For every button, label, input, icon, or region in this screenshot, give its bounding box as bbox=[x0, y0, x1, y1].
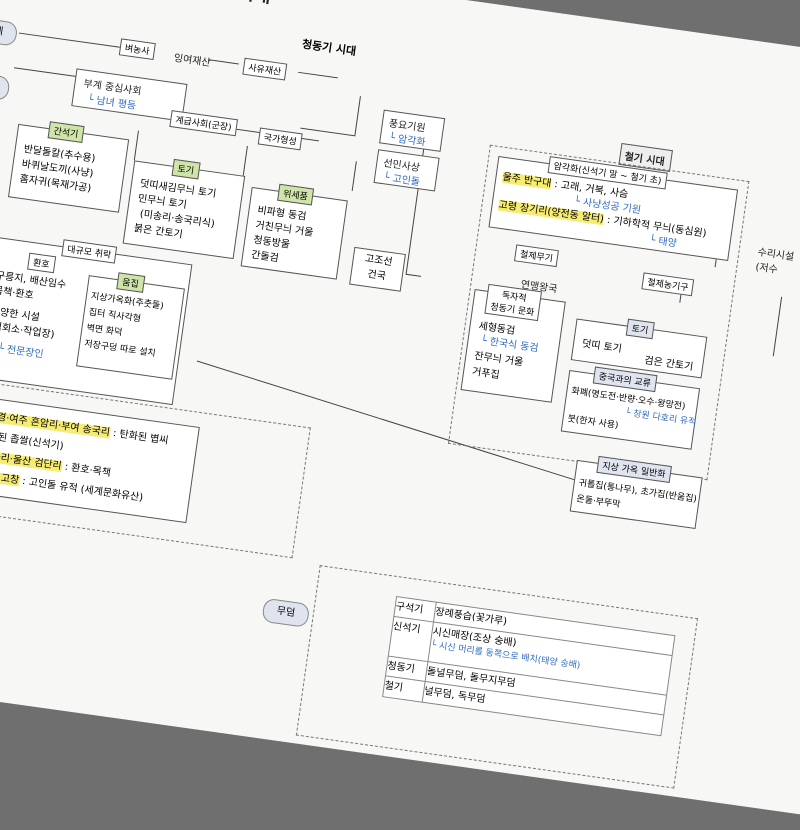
pit-house-4: 저장구덩 따로 설치 bbox=[83, 339, 157, 360]
moat-head: 환호 bbox=[27, 252, 56, 274]
bronze-pottery-box: 토기 덧띠새김무늬 토기 민무늬 토기 (미송리·송국리식) 붉은 간토기 bbox=[122, 158, 246, 260]
trade-2: 붓(한자 사용) bbox=[566, 414, 620, 432]
prestige-4: 간돌검 bbox=[250, 249, 280, 265]
pit-house-box: 움집 지상가옥화(주춧돌) 집터 직사각형 벽면 화덕 저장구덩 따로 설치 bbox=[76, 272, 185, 380]
prestige-head: 위세품 bbox=[277, 183, 314, 206]
bronze-pottery-head: 토기 bbox=[171, 158, 201, 180]
stone-tools-box: 간석기 반달돌칼(추수용) 바퀴날도끼(사냥) 홈자귀(목재가공) bbox=[7, 121, 130, 213]
iron-pottery-head: 토기 bbox=[625, 318, 655, 340]
iron-pottery-1: 덧띠 토기 bbox=[581, 338, 623, 355]
dwelling-box: 대규모 취락 환호 구릉지, 배산임수 목책·환호 다양한 시설 (집회소·작업… bbox=[0, 236, 193, 406]
rock-2-sub: └ 태양 bbox=[648, 234, 678, 250]
iron-pottery-2: 검은 간토기 bbox=[643, 355, 694, 374]
stone-tools-head: 간석기 bbox=[47, 121, 85, 143]
prestige-box: 위세품 비파형 동검 거친무늬 거울 청동방울 간돌검 bbox=[240, 183, 348, 280]
pit-house-head: 움집 bbox=[116, 272, 145, 293]
iron-house-2: 온돌·부뚜막 bbox=[575, 494, 621, 511]
unique-4: 거푸집 bbox=[471, 366, 501, 382]
pit-house-3: 벽면 화덕 bbox=[85, 323, 123, 339]
irrigation-2: (저수 bbox=[754, 261, 779, 276]
unique-bronze-box: 독자적 청동기 문화 세형동검 └ 한국식 동검 잔무늬 거울 거푸집 bbox=[460, 283, 566, 403]
unique-head: 독자적 청동기 문화 bbox=[484, 283, 543, 322]
moat-sub: └ 전문장인 bbox=[0, 343, 45, 361]
gojoseon-founding: 고조선 건국 bbox=[349, 246, 406, 292]
